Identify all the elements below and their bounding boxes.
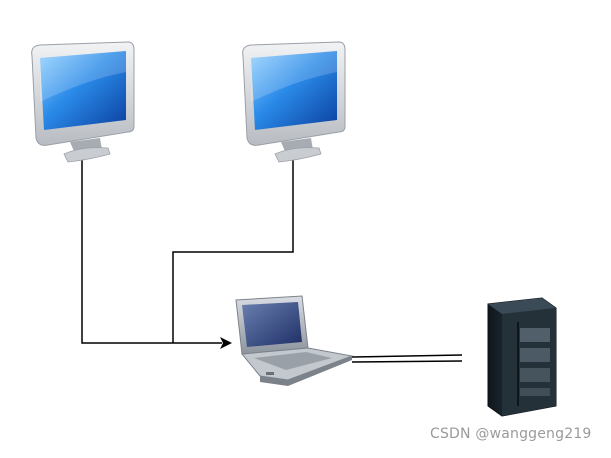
connection-monitor1-laptop: [81, 160, 222, 344]
arrowhead-icon: [220, 337, 232, 349]
desktop-monitor-icon: [242, 41, 346, 163]
connection-laptop-server: [351, 354, 463, 363]
watermark-text: CSDN @wanggeng219: [430, 426, 592, 442]
connection-monitor2-laptop: [172, 160, 294, 343]
laptop-icon: [235, 295, 354, 386]
desktop-monitor-icon: [31, 41, 135, 163]
server-rack-icon: [487, 297, 557, 417]
